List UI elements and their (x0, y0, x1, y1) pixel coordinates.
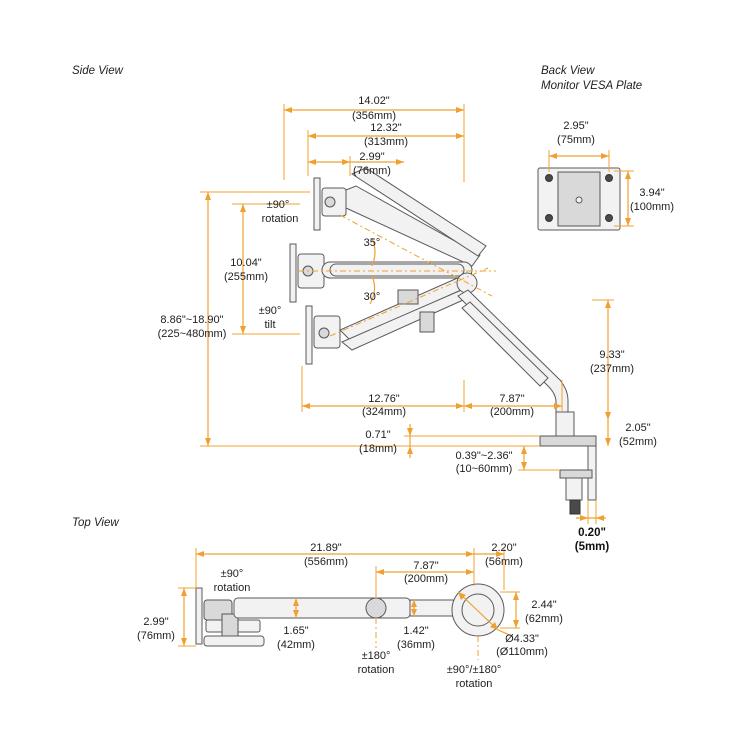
side-view-dimensions (200, 104, 614, 524)
dim-width-total-in: 14.02" (358, 95, 390, 107)
dim-width-small-in: 2.99" (359, 151, 384, 163)
dim-pole-height-mm: (237mm) (590, 363, 634, 375)
dim-top-base-w-in: 2.44" (531, 599, 556, 611)
dim-height-range-in: 10.04" (230, 257, 262, 269)
dim-top-base-d-mm: (56mm) (485, 556, 523, 568)
vesa-plate-title: Monitor VESA Plate (541, 80, 642, 92)
tilt-word: tilt (265, 319, 276, 331)
dim-vesa-h-mm: (100mm) (630, 201, 674, 213)
dim-width-mid-in: 12.32" (370, 122, 402, 134)
tilt-value: ±90° (259, 305, 282, 317)
dim-width-small-mm: (76mm) (353, 165, 391, 177)
back-view-labels: 2.95" (75mm) 3.94" (100mm) (557, 120, 674, 213)
dim-reach-back-mm: (200mm) (490, 406, 534, 418)
dim-top-base-d-in: 2.20" (491, 542, 516, 554)
dim-top-plate-h-mm: (76mm) (137, 630, 175, 642)
dim-reach-back-in: 7.87" (499, 393, 524, 405)
desk-clamp (559, 445, 597, 515)
top-rot-base-word: rotation (456, 678, 493, 690)
dim-top-base-dia-in: Ø4.33" (505, 633, 539, 645)
dim-top-arm2-in: 7.87" (413, 560, 438, 572)
side-view-labels: 14.02" (356mm) 12.32" (313mm) 2.99" (76m… (158, 95, 657, 553)
top-rotation-value: ±90° (221, 568, 244, 580)
dim-clamp-range-in: 0.39"~2.36" (455, 450, 512, 462)
rotation-value: ±90° (267, 199, 290, 211)
top-view-title: Top View (72, 517, 119, 529)
dim-base-thick-in: 0.71" (365, 429, 390, 441)
dim-base-height-in: 2.05" (625, 422, 650, 434)
top-rot-mid-value: ±180° (362, 650, 391, 662)
dim-clamp-lip-mm: (5mm) (575, 541, 610, 553)
angle-up-label: 35° (364, 237, 381, 249)
arm-upper-position (313, 167, 487, 267)
dim-top-total-in: 21.89" (310, 542, 342, 554)
top-rot-mid-word: rotation (358, 664, 395, 676)
side-view-title: Side View (72, 65, 124, 77)
back-view-title: Back View (541, 65, 595, 77)
dim-base-thick-mm: (18mm) (359, 443, 397, 455)
arm-middle-position (289, 243, 473, 303)
dim-top-arm1-w-mm: (42mm) (277, 639, 315, 651)
arm-lower-position (305, 275, 473, 365)
dim-top-arm2-mm: (200mm) (404, 573, 448, 585)
dim-height-range-mm: (255mm) (224, 271, 268, 283)
dim-pole-height-in: 9.33" (599, 349, 624, 361)
top-view-drawing (195, 583, 505, 647)
dim-vesa-h-in: 3.94" (639, 187, 664, 199)
dim-vesa-w-mm: (75mm) (557, 134, 595, 146)
dim-top-plate-h-in: 2.99" (143, 616, 168, 628)
dim-top-arm2-w-in: 1.42" (403, 625, 428, 637)
dim-vesa-w-in: 2.95" (563, 120, 588, 132)
dim-top-arm1-w-in: 1.65" (283, 625, 308, 637)
top-view-labels: 21.89" (556mm) 7.87" (200mm) 2.20" (56mm… (137, 542, 563, 690)
pole (555, 411, 575, 437)
top-rot-base-value: ±90°/±180° (447, 664, 502, 676)
dim-reach-front-in: 12.76" (368, 393, 400, 405)
dim-height-total-in: 8.86"~18.90" (160, 314, 223, 326)
top-rotation-word: rotation (214, 582, 251, 594)
side-view-drawing (289, 167, 597, 515)
dim-base-height-mm: (52mm) (619, 436, 657, 448)
rotation-word: rotation (262, 213, 299, 225)
dim-width-mid-mm: (313mm) (364, 136, 408, 148)
dim-clamp-range-mm: (10~60mm) (456, 463, 513, 475)
angle-down-label: 30° (364, 291, 381, 303)
dim-top-base-dia-mm: (Ø110mm) (496, 646, 548, 658)
back-view-vesa-plate (537, 167, 621, 231)
dim-clamp-lip-in: 0.20" (578, 527, 606, 539)
desk-base (539, 435, 597, 447)
dim-top-base-w-mm: (62mm) (525, 613, 563, 625)
top-view-dimensions (178, 548, 520, 660)
dim-top-arm2-w-mm: (36mm) (397, 639, 435, 651)
monitor-plate-top (195, 587, 203, 645)
back-view-dimensions (548, 150, 634, 227)
dim-height-total-mm: (225~480mm) (158, 328, 227, 340)
dim-reach-front-mm: (324mm) (362, 406, 406, 418)
dim-top-total-mm: (556mm) (304, 556, 348, 568)
dim-width-total-mm: (356mm) (352, 110, 396, 122)
